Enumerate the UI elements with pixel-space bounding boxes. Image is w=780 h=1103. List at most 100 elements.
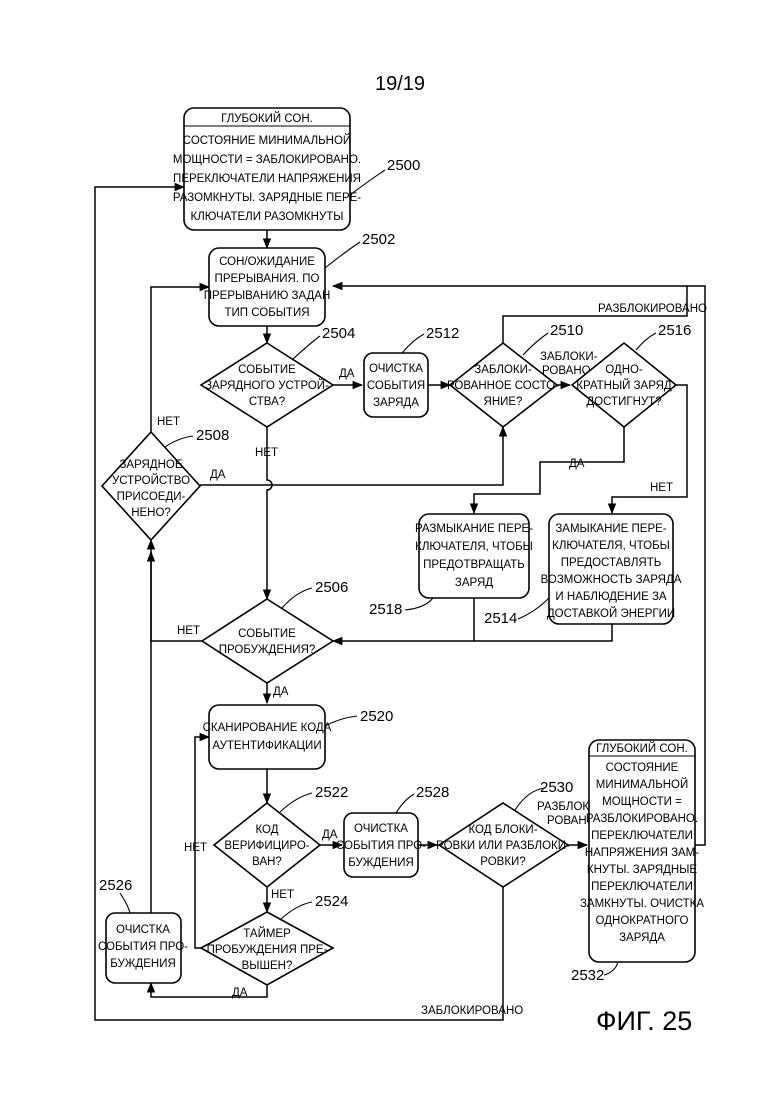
n2530-line: КОД БЛОКИ- <box>468 824 537 836</box>
leader-2512 <box>402 334 424 353</box>
n2524-line: ТАЙМЕР <box>243 927 291 940</box>
n2532-line: ЗАРЯДА <box>619 932 665 944</box>
label-2504-no: НЕТ <box>255 447 278 459</box>
ref-2532: 2532 <box>571 967 604 984</box>
n2532-line: ПЕРЕКЛЮЧАТЕЛИ <box>591 881 693 893</box>
n2528-line: ОЧИСТКА <box>354 823 408 835</box>
n2532-line: ПЕРЕКЛЮЧАТЕЛИ <box>591 830 693 842</box>
n2508-line: ПРИСОЕДИ- <box>117 491 186 503</box>
n2532-line: КНУТЫ. ЗАРЯДНЫЕ <box>587 864 698 876</box>
wake-event-diamond <box>202 599 333 683</box>
n2522-line: ВЕРИФИЦИРО- <box>224 840 309 852</box>
n2508-line: УСТРОЙСТВО <box>112 474 190 487</box>
n2514-line: ДОСТАВКОЙ ЭНЕРГИИ <box>547 607 675 620</box>
n2524-line: ВЫШЕН? <box>242 960 293 972</box>
n2500-line: КЛЮЧАТЕЛИ РАЗОМКНУТЫ <box>191 211 344 223</box>
n2532-line: НАПРЯЖЕНИЯ ЗАМ- <box>585 847 699 859</box>
figure-label: ФИГ. 25 <box>596 1006 692 1036</box>
edge-2508-2502-no <box>151 287 209 432</box>
leader-2532 <box>604 962 618 975</box>
n2508-line: НЕНО? <box>131 507 171 519</box>
label-2530-locked: ЗАБЛОКИРОВАНО <box>421 1005 523 1017</box>
n2502-line: ПРЕРЫВАНИЯ. ПО <box>215 273 320 285</box>
n2508-line: ЗАРЯДНОЕ <box>119 459 182 471</box>
leader-2502 <box>325 242 360 268</box>
n2530-line: РОВКИ ИЛИ РАЗБЛОКИ- <box>436 840 570 852</box>
label-2506-no: НЕТ <box>177 625 200 637</box>
leader-2524 <box>280 902 312 920</box>
ref-2510: 2510 <box>550 322 583 339</box>
n2512-line: ЗАРЯДА <box>373 397 419 409</box>
n2516-line: ОДНО- <box>605 364 643 376</box>
n2518-line: КЛЮЧАТЕЛЯ, ЧТОБЫ <box>415 541 533 553</box>
n2512-line: СОБЫТИЯ <box>367 380 425 392</box>
n2500-line: ПЕРЕКЛЮЧАТЕЛИ НАПРЯЖЕНИЯ <box>173 173 361 185</box>
leader-2508 <box>165 436 193 447</box>
edge-2524-2526-yes <box>151 983 267 997</box>
n2532-line: СОСТОЯНИЕ <box>606 762 679 774</box>
n2522-line: ВАН? <box>252 856 282 868</box>
n2500-header: ГЛУБОКИЙ СОН. <box>221 112 313 125</box>
leader-2526 <box>120 893 130 913</box>
leader-2506 <box>282 588 312 608</box>
n2528-line: СОБЫТИЯ ПРО- <box>336 840 426 852</box>
n2532-line: МОЩНОСТИ = <box>602 796 682 808</box>
n2510-line: РОВАННОЕ СОСТО- <box>447 380 559 392</box>
ref-2506: 2506 <box>315 579 348 596</box>
ref-2500: 2500 <box>387 157 420 174</box>
n2506-line: СОБЫТИЕ <box>238 628 296 640</box>
n2502-line: ПРЕРЫВАНИЮ ЗАДАН <box>204 290 331 302</box>
label-2516-yes: ДА <box>569 458 585 470</box>
ref-2508: 2508 <box>196 427 229 444</box>
n2518-line: ЗАРЯД <box>455 577 493 589</box>
ref-2530: 2530 <box>540 779 573 796</box>
edge-2508-2510-yes <box>200 427 503 485</box>
n2518-line: РАЗМЫКАНИЕ ПЕРЕ- <box>415 523 533 535</box>
n2532-line: МИНИМАЛЬНОЙ <box>596 778 689 791</box>
label-2508-yes: ДА <box>210 469 226 481</box>
label-2504-yes: ДА <box>339 368 355 380</box>
leader-2504 <box>292 336 320 360</box>
edge-2518-2506 <box>333 598 474 641</box>
n2532-line: РАЗБЛОКИРОВАНО. <box>586 813 698 825</box>
ref-2504: 2504 <box>322 325 355 342</box>
n2504-line: ЗАРЯДНОГО УСТРОЙ- <box>205 379 329 392</box>
leader-2528 <box>396 794 414 813</box>
n2514-line: ПРЕДОСТАВЛЯТЬ <box>561 557 662 569</box>
n2526-line: БУЖДЕНИЯ <box>110 958 176 970</box>
ref-2520: 2520 <box>360 708 393 725</box>
label-2510-unlocked: РАЗБЛОКИРОВАНО <box>598 303 707 315</box>
ref-2524: 2524 <box>315 893 348 910</box>
ref-2512: 2512 <box>426 325 459 342</box>
leader-2522 <box>280 793 312 812</box>
n2514-line: ВОЗМОЖНОСТЬ ЗАРЯДА <box>541 574 682 586</box>
n2514-line: И НАБЛЮДЕНИЕ ЗА <box>555 591 666 603</box>
n2504-line: СТВА? <box>249 396 285 408</box>
n2516-line: ДОСТИГНУТ? <box>586 396 661 408</box>
n2528-line: БУЖДЕНИЯ <box>348 857 414 869</box>
n2532-line: ОДНОКРАТНОГО <box>596 915 689 927</box>
n2524-line: ПРОБУЖДЕНИЯ ПРЕ- <box>207 944 328 956</box>
label-2522-no-left: НЕТ <box>184 842 207 854</box>
ref-2526: 2526 <box>99 877 132 894</box>
ref-2514: 2514 <box>484 610 517 627</box>
label-2522-no: НЕТ <box>271 889 294 901</box>
n2500-line: МОЩНОСТИ = ЗАБЛОКИРОВАНО. <box>173 154 361 166</box>
label-2510-locked-1: ЗАБЛОКИ- <box>540 351 598 363</box>
leader-2514 <box>518 598 549 619</box>
n2510-line: ЗАБЛОКИ- <box>474 364 532 376</box>
n2506-line: ПРОБУЖДЕНИЯ? <box>219 644 316 656</box>
n2516-line: КРАТНЫЙ ЗАРЯД <box>576 379 672 392</box>
leader-2518 <box>405 598 433 610</box>
n2520-line: СКАНИРОВАНИЕ КОДА <box>203 722 332 734</box>
leader-2516 <box>636 333 656 350</box>
n2526-line: СОБЫТИЯ ПРО- <box>98 941 188 953</box>
n2526-line: ОЧИСТКА <box>116 924 170 936</box>
n2502-line: ТИП СОБЫТИЯ <box>224 307 309 319</box>
ref-2502: 2502 <box>362 231 395 248</box>
ref-2518: 2518 <box>369 601 402 618</box>
edge-2516-2518-yes <box>474 427 624 513</box>
label-2508-no: НЕТ <box>157 416 180 428</box>
n2504-line: СОБЫТИЕ <box>238 364 296 376</box>
